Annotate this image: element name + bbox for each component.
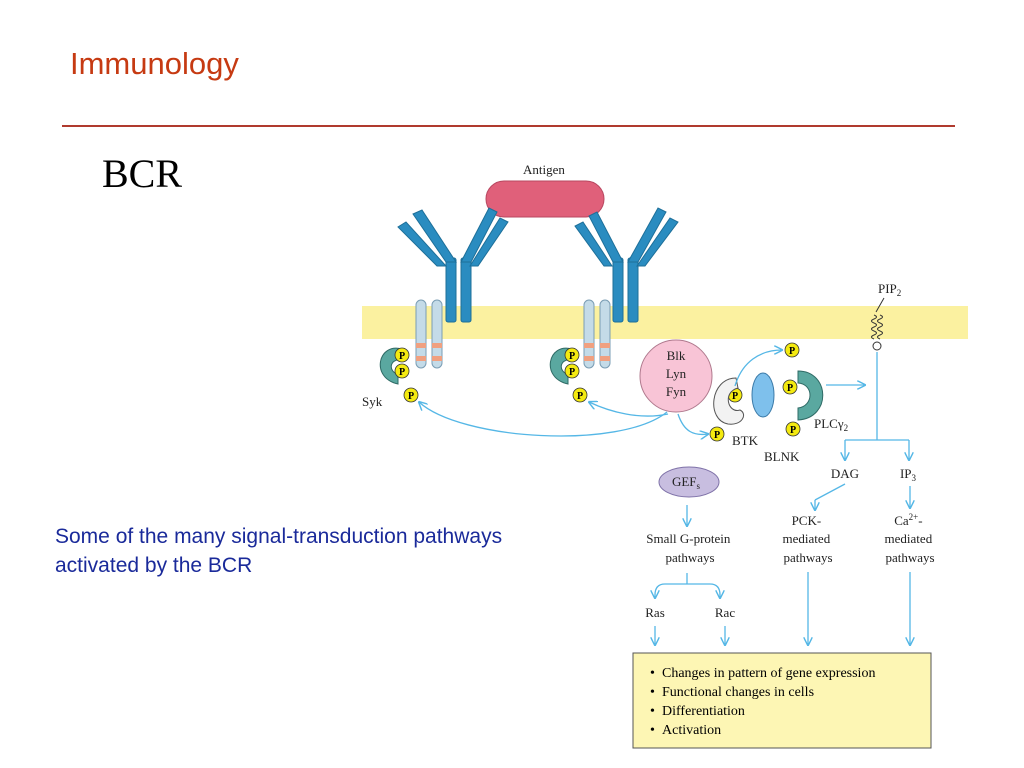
ca-pathways-label: Ca2+- mediated pathways: [885, 512, 936, 565]
blnk-label: BLNK: [764, 449, 800, 464]
outcome-item: Differentiation: [662, 704, 745, 719]
plc-gamma2-protein: [797, 370, 824, 421]
ip3-label: IP3: [900, 466, 917, 483]
btk-label: BTK: [732, 433, 759, 448]
btk-protein: [713, 377, 744, 425]
header-divider: [62, 125, 955, 127]
svg-text:P: P: [569, 367, 575, 378]
svg-text:P: P: [408, 391, 414, 402]
outcome-item: Functional changes in cells: [662, 685, 814, 700]
bcr-receptor-right: [574, 207, 679, 323]
dag-label: DAG: [831, 466, 859, 481]
outcome-list: •Changes in pattern of gene expression •…: [650, 666, 879, 738]
outcomes-box: [632, 652, 932, 749]
gefs-node: [658, 466, 720, 498]
svg-text:P: P: [569, 351, 575, 362]
slide-title: BCR: [102, 151, 183, 196]
syk-label: Syk: [362, 394, 383, 409]
svg-text:P: P: [399, 367, 405, 378]
outcome-item: Activation: [662, 723, 721, 738]
pip2-lipid: [871, 314, 883, 351]
phosphate-labels: P P P P P P P P P P P: [399, 346, 796, 441]
svg-text:P: P: [577, 391, 583, 402]
svg-text:P: P: [732, 391, 738, 402]
phosphate-group: [394, 342, 801, 442]
gefs-label: GEFs: [672, 474, 701, 491]
svg-text:P: P: [399, 351, 405, 362]
outcome-item: Changes in pattern of gene expression: [662, 666, 875, 681]
kinase-lyn: Lyn: [666, 366, 687, 381]
blnk-protein: [751, 372, 775, 418]
small-g-protein-label: Small G-protein pathways: [646, 531, 733, 565]
antigen-label: Antigen: [523, 162, 565, 177]
rac-label: Rac: [715, 605, 735, 620]
antigen: [485, 180, 605, 218]
ras-label: Ras: [645, 605, 665, 620]
ig-alpha-beta-right: [583, 299, 611, 369]
svg-text:P: P: [787, 383, 793, 394]
plc-gamma2-label: PLCγ2: [814, 416, 848, 433]
ig-alpha-beta-left: [415, 299, 443, 369]
pip2-pointer: [875, 297, 885, 313]
src-kinases: [639, 339, 713, 413]
bcr-receptor-left: [397, 207, 509, 323]
svg-text:P: P: [789, 346, 795, 357]
kinase-fyn: Fyn: [666, 384, 687, 399]
header-title: Immunology: [70, 46, 239, 81]
svg-text:P: P: [790, 425, 796, 436]
svg-text:P: P: [714, 430, 720, 441]
pck-pathways-label: PCK- mediated pathways: [783, 513, 834, 565]
signal-arrows: [419, 350, 910, 645]
pip2-label: PIP2: [878, 281, 901, 298]
slide-caption: Some of the many signal-transduction pat…: [55, 525, 503, 577]
kinase-blk: Blk: [667, 348, 686, 363]
